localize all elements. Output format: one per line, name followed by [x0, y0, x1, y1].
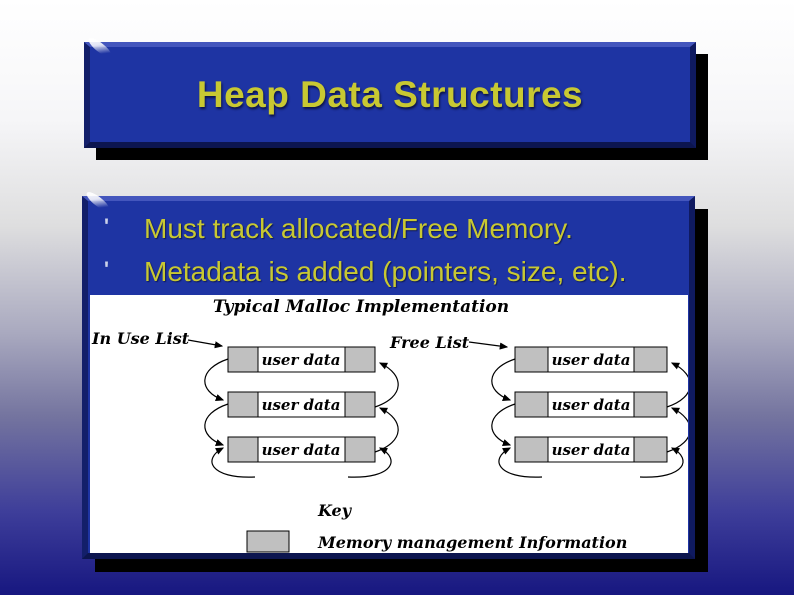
node-label: user data — [262, 396, 341, 414]
malloc-node: user data — [514, 436, 668, 463]
diagram-title: Typical Malloc Implementation — [213, 297, 509, 317]
corner-highlight — [84, 189, 112, 214]
free-list-arrow — [468, 341, 509, 350]
mgmt-info-cell — [227, 391, 259, 418]
in-use-list-nodes: user data user data user data — [204, 346, 399, 478]
mgmt-info-cell — [227, 346, 259, 373]
bullet-text: Must track allocated/Free Memory. — [144, 213, 573, 244]
bullet-item: ' Metadata is added (pointers, size, etc… — [88, 255, 689, 289]
mgmt-info-cell — [514, 436, 549, 463]
prev-pointer-arc — [639, 447, 684, 478]
node-label: user data — [262, 351, 341, 369]
mgmt-info-cell — [633, 436, 668, 463]
prev-pointer-arc — [374, 362, 399, 408]
title-box: Heap Data Structures — [84, 35, 696, 148]
next-pointer-arc — [491, 358, 516, 401]
node-label: user data — [262, 441, 341, 459]
malloc-diagram: Typical Malloc Implementation In Use Lis… — [90, 295, 688, 553]
mgmt-info-cell — [227, 436, 259, 463]
node-label: user data — [552, 351, 631, 369]
key-title: Key — [317, 501, 353, 520]
in-use-list-label: In Use List — [91, 329, 190, 348]
prev-pointer-arc — [374, 407, 399, 453]
node-label: user data — [552, 441, 631, 459]
mgmt-info-cell — [514, 346, 549, 373]
next-pointer-arc — [204, 358, 229, 401]
diagram-key: Key Memory management Information — [246, 501, 627, 553]
malloc-node: user data — [227, 391, 376, 418]
key-swatch — [246, 530, 290, 553]
prev-pointer-arc — [347, 447, 392, 478]
bullet-marker: ' — [104, 215, 109, 238]
bullet-text: Metadata is added (pointers, size, etc). — [144, 256, 627, 287]
mgmt-info-cell — [344, 391, 376, 418]
malloc-diagram-svg: Typical Malloc Implementation In Use Lis… — [91, 297, 688, 553]
malloc-node: user data — [227, 346, 376, 373]
prev-pointer-arc — [666, 407, 688, 453]
mgmt-info-cell — [344, 436, 376, 463]
malloc-node: user data — [514, 346, 668, 373]
mgmt-info-cell — [633, 391, 668, 418]
next-pointer-arc — [211, 447, 256, 478]
page-title: Heap Data Structures — [196, 73, 584, 115]
next-pointer-arc — [204, 403, 229, 446]
next-pointer-arc — [498, 447, 543, 478]
mgmt-info-cell — [344, 346, 376, 373]
in-use-list-arrow — [187, 339, 224, 349]
mgmt-info-cell — [514, 391, 549, 418]
free-list-label: Free List — [389, 333, 470, 352]
node-label: user data — [552, 396, 631, 414]
free-list-nodes: user data user data user data — [491, 346, 688, 478]
mgmt-info-cell — [633, 346, 668, 373]
bullet-item: ' Must track allocated/Free Memory. — [88, 212, 689, 246]
corner-highlight — [86, 35, 114, 60]
bullet-marker: ' — [104, 258, 109, 281]
prev-pointer-arc — [666, 362, 688, 408]
next-pointer-arc — [491, 403, 516, 446]
key-entry: Memory management Information — [317, 533, 627, 552]
malloc-node: user data — [514, 391, 668, 418]
malloc-node: user data — [227, 436, 376, 463]
